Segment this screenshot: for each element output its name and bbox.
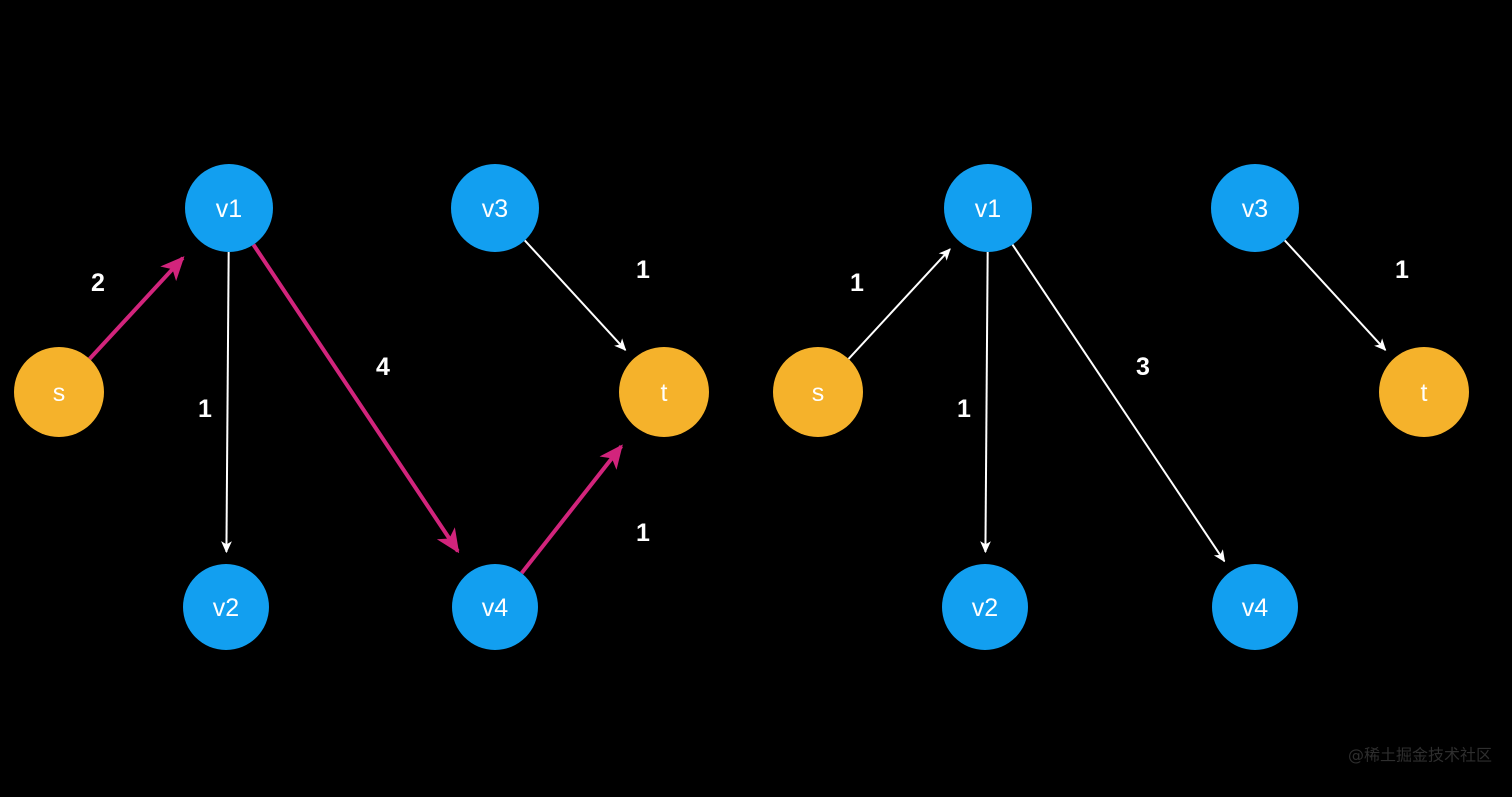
edge-weight-v3-t: 1 xyxy=(1395,256,1409,284)
edge-v1-to-v4 xyxy=(251,243,460,554)
edge-weight-v1-v2: 1 xyxy=(957,395,971,423)
node-left-graph-v1[interactable]: v1 xyxy=(185,164,273,252)
edge-v3-to-t xyxy=(1284,239,1387,351)
node-left-graph-v2[interactable]: v2 xyxy=(183,564,269,650)
node-circle[interactable] xyxy=(944,164,1032,252)
node-circle[interactable] xyxy=(185,164,273,252)
edge-v1-to-v2 xyxy=(980,251,991,554)
node-right-graph-v4[interactable]: v4 xyxy=(1212,564,1298,650)
edge-weight-s-v1: 2 xyxy=(91,269,105,297)
edge-weight-v1-v4: 4 xyxy=(376,353,390,381)
edge-weight-v1-v2: 1 xyxy=(198,395,212,423)
watermark-label: @稀土掘金技术社区 xyxy=(1348,746,1492,765)
node-circle[interactable] xyxy=(1211,164,1299,252)
edge-s-to-v1 xyxy=(847,248,951,360)
edge-s-to-v1 xyxy=(88,256,185,361)
node-left-graph-s[interactable]: s xyxy=(14,347,104,437)
edge-v4-to-t xyxy=(520,444,623,575)
node-circle[interactable] xyxy=(452,564,538,650)
edge-v1-to-v2 xyxy=(221,251,232,554)
node-left-graph-v3[interactable]: v3 xyxy=(451,164,539,252)
node-right-graph-t[interactable]: t xyxy=(1379,347,1469,437)
node-right-graph-s[interactable]: s xyxy=(773,347,863,437)
node-circle[interactable] xyxy=(183,564,269,650)
node-right-graph-v1[interactable]: v1 xyxy=(944,164,1032,252)
node-right-graph-v3[interactable]: v3 xyxy=(1211,164,1299,252)
edges-group xyxy=(88,239,1387,575)
edge-weight-v1-v4: 3 xyxy=(1136,353,1150,381)
node-circle[interactable] xyxy=(1379,347,1469,437)
edge-weight-v3-t: 1 xyxy=(636,256,650,284)
edge-weight-v4-t: 1 xyxy=(636,519,650,547)
edge-v1-to-v4 xyxy=(1011,244,1226,563)
node-circle[interactable] xyxy=(14,347,104,437)
node-circle[interactable] xyxy=(451,164,539,252)
node-circle[interactable] xyxy=(1212,564,1298,650)
node-circle[interactable] xyxy=(619,347,709,437)
node-left-graph-t[interactable]: t xyxy=(619,347,709,437)
node-left-graph-v4[interactable]: v4 xyxy=(452,564,538,650)
node-circle[interactable] xyxy=(942,564,1028,650)
watermark-group: @稀土掘金技术社区 xyxy=(1348,746,1492,765)
edge-v3-to-t xyxy=(524,239,627,351)
node-right-graph-v2[interactable]: v2 xyxy=(942,564,1028,650)
node-circle[interactable] xyxy=(773,347,863,437)
edge-weight-s-v1: 1 xyxy=(850,269,864,297)
